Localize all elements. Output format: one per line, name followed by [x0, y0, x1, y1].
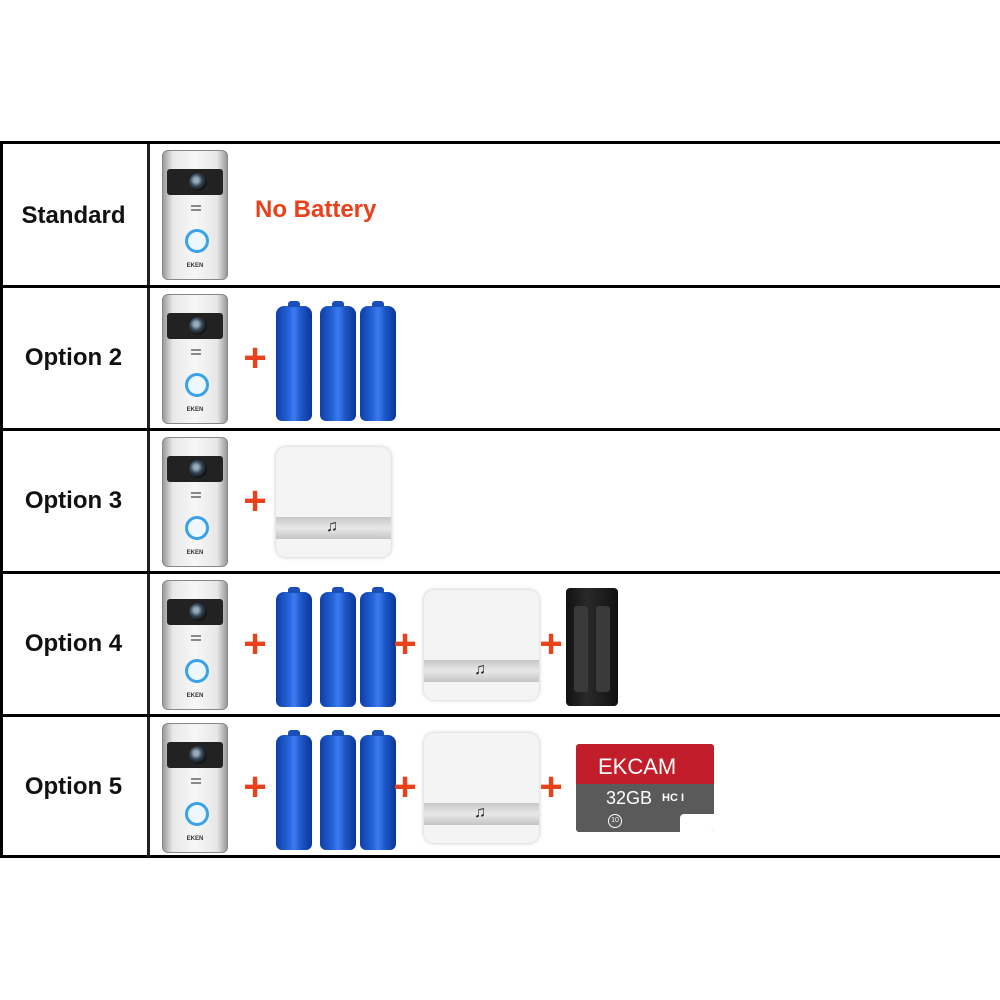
battery-image	[360, 730, 396, 850]
sd-card-class: 10	[608, 814, 622, 828]
battery-image	[360, 587, 396, 707]
plus-icon: +	[243, 765, 267, 809]
plus-icon: +	[393, 622, 417, 666]
music-note-icon: ♫	[326, 518, 338, 535]
row-label: Option 4	[24, 630, 123, 657]
battery-charger-image	[566, 588, 618, 706]
plus-icon: +	[539, 765, 563, 809]
row-standard: Standard EKEN No Battery	[0, 144, 1000, 287]
row-option-5: Option 5 EKEN + + ♫ + EKCAM	[0, 714, 1000, 857]
row-label: Option 5	[24, 773, 123, 800]
plus-icon: +	[243, 479, 267, 523]
music-note-icon: ♫	[474, 804, 486, 821]
sd-card-image: EKCAM 32GB HC I 10	[576, 744, 714, 832]
plus-icon: +	[243, 336, 267, 380]
video-doorbell-image: EKEN	[162, 723, 228, 853]
row-option-2: Option 2 EKEN +	[0, 285, 1000, 428]
row-option-4: Option 4 EKEN + + ♫ +	[0, 571, 1000, 714]
sd-card-brand: EKCAM	[598, 754, 677, 779]
plus-icon: +	[539, 622, 563, 666]
row-option-3: Option 3 EKEN + ♫	[0, 428, 1000, 571]
chime-receiver-image: ♫	[424, 733, 539, 843]
battery-image	[320, 301, 356, 421]
battery-image	[320, 730, 356, 850]
row-label: Standard	[21, 201, 126, 229]
video-doorbell-image: EKEN	[162, 580, 228, 710]
plus-icon: +	[243, 622, 267, 666]
battery-image	[360, 301, 396, 421]
chime-receiver-image: ♫	[424, 590, 539, 700]
battery-image	[320, 587, 356, 707]
plus-icon: +	[393, 765, 417, 809]
sd-card-type: HC I	[662, 792, 684, 804]
row-label: Option 2	[24, 344, 123, 371]
no-battery-note: No Battery	[255, 196, 377, 223]
battery-image	[276, 587, 312, 707]
video-doorbell-image: EKEN	[162, 294, 228, 424]
video-doorbell-image: EKEN	[162, 437, 228, 567]
battery-image	[276, 730, 312, 850]
battery-image	[276, 301, 312, 421]
music-note-icon: ♫	[474, 661, 486, 678]
sd-card-capacity: 32GB	[606, 788, 653, 808]
chime-receiver-image: ♫	[276, 447, 391, 557]
options-table: Standard EKEN No Battery Option 2 EKEN +	[0, 141, 1000, 858]
video-doorbell-image: EKEN	[162, 150, 228, 280]
row-label: Option 3	[24, 487, 123, 514]
